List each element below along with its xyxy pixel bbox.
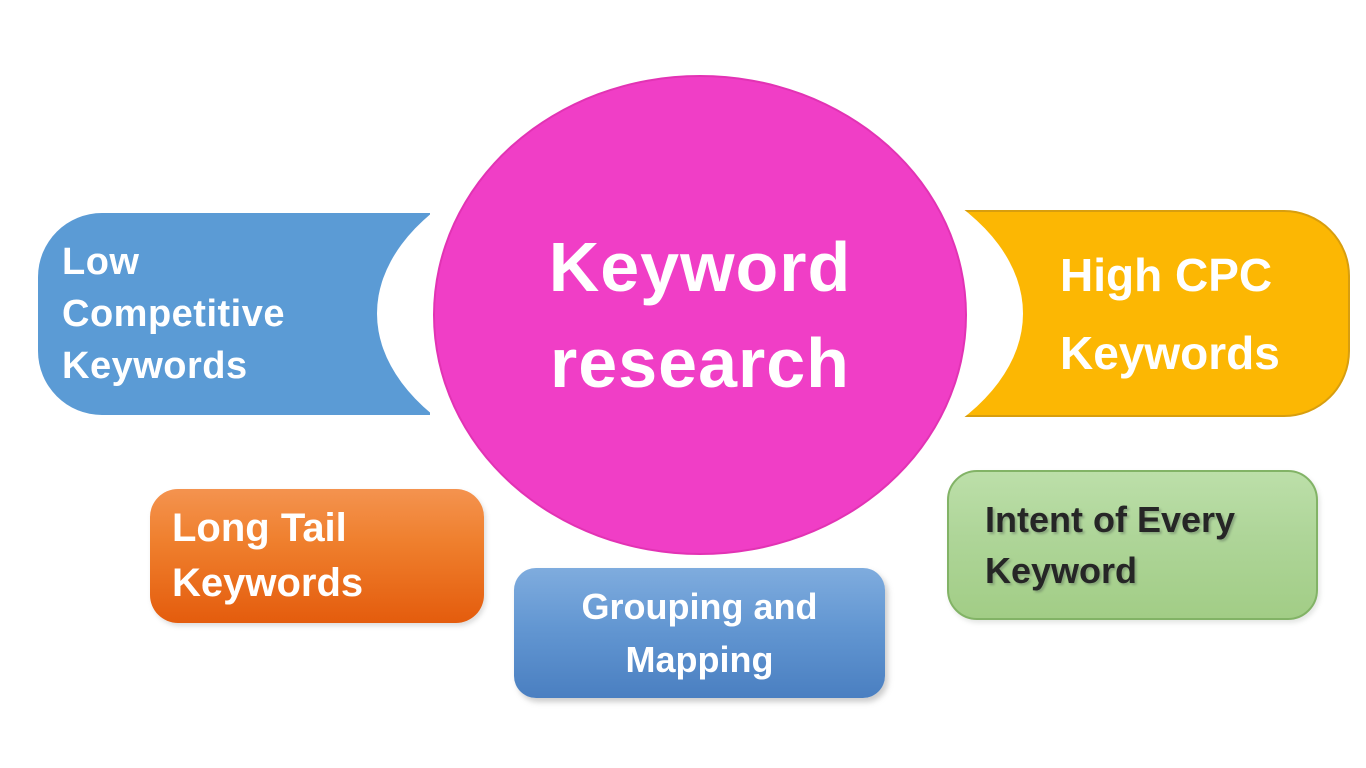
low-competitive-line-3: Keywords	[62, 345, 248, 387]
high-cpc-line-1: High CPC	[1060, 248, 1273, 301]
intent-line-2: Keyword	[985, 550, 1138, 591]
low-competitive-line-1: Low	[62, 241, 140, 283]
long-tail-line-2: Keywords	[172, 561, 364, 605]
high-cpc-keywords-box: High CPC Keywords	[962, 210, 1350, 417]
keyword-research-circle: Keyword research	[433, 75, 967, 555]
intent-of-every-keyword-box: Intent of Every Keyword	[947, 470, 1318, 620]
center-title-line-2: research	[550, 324, 850, 402]
low-competitive-line-2: Competitive	[62, 293, 285, 335]
grouping-line-2: Mapping	[625, 639, 774, 680]
long-tail-line-1: Long Tail	[172, 506, 347, 550]
grouping-line-1: Grouping and	[581, 586, 818, 627]
high-cpc-line-2: Keywords	[1060, 326, 1280, 379]
long-tail-keywords-box: Long Tail Keywords	[150, 489, 484, 623]
intent-line-1: Intent of Every	[985, 499, 1236, 540]
grouping-and-mapping-box: Grouping and Mapping	[514, 568, 885, 698]
low-competitive-keywords-box: Low Competitive Keywords	[38, 213, 430, 415]
center-title-line-1: Keyword	[548, 228, 852, 306]
